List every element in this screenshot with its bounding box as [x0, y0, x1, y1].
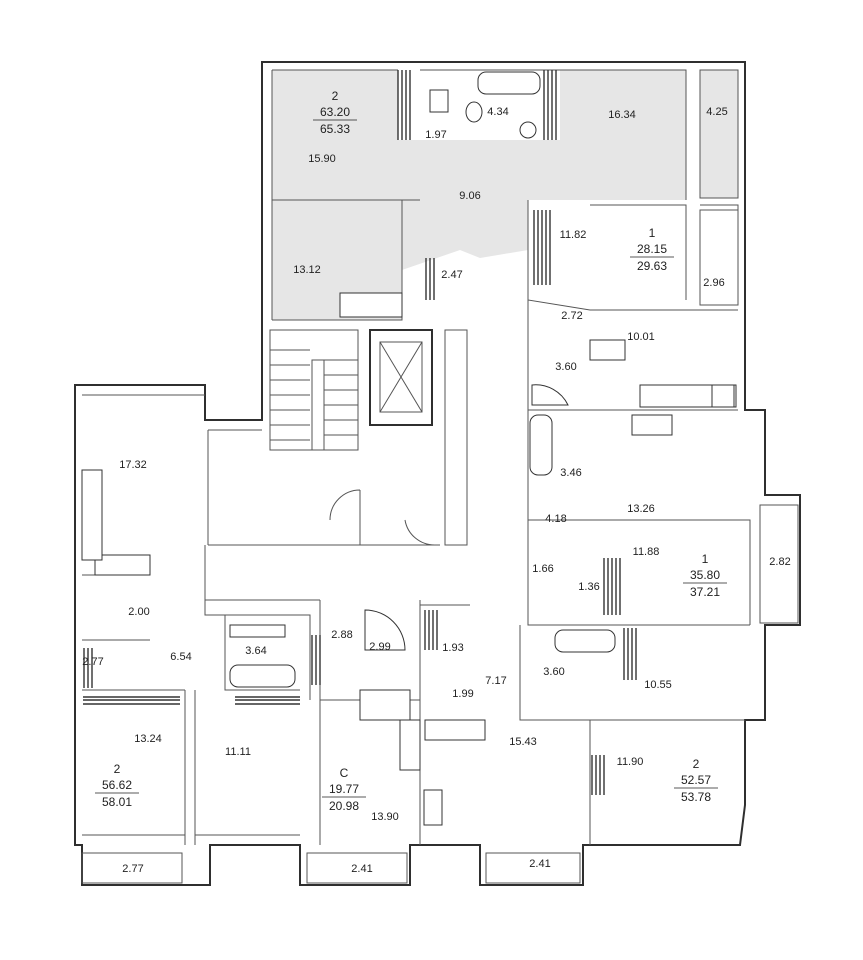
radiators — [83, 70, 637, 795]
room-area: 15.43 — [509, 736, 537, 748]
room-area: 2.88 — [331, 629, 352, 641]
room-area: 11.11 — [225, 746, 251, 758]
room-area: 2.82 — [769, 556, 790, 568]
room-area: 13.90 — [371, 811, 399, 823]
shaded-apartment-fill — [272, 70, 686, 320]
apartment-label-2-bl: 2 56.62 58.01 — [95, 762, 139, 809]
apartment-rooms: 1 — [702, 552, 709, 566]
room-area: 4.34 — [487, 106, 508, 118]
apartment-living-area: 28.15 — [637, 242, 667, 256]
room-area: 2.99 — [369, 641, 390, 653]
room-area: 2.96 — [703, 277, 724, 289]
room-area: 7.17 — [485, 675, 506, 687]
room-area: 9.06 — [459, 190, 480, 202]
apartment-label-1-b: 1 35.80 37.21 — [683, 552, 727, 599]
apartment-total-area: 65.33 — [320, 122, 350, 136]
room-area: 2.77 — [82, 656, 103, 668]
room-area: 2.41 — [529, 858, 550, 870]
apartment-total-area: 20.98 — [329, 799, 359, 813]
apartment-living-area: 35.80 — [690, 568, 720, 582]
room-area: 3.60 — [555, 361, 576, 373]
room-area: 2.72 — [561, 310, 582, 322]
room-area: 3.46 — [560, 467, 581, 479]
apartment-rooms: 2 — [114, 762, 121, 776]
shaded-balcony-fill — [700, 70, 738, 198]
apartment-label-2-br: 2 52.57 53.78 — [674, 757, 718, 804]
room-area: 2.47 — [441, 269, 462, 281]
apartment-total-area: 58.01 — [102, 795, 132, 809]
room-area: 1.97 — [425, 129, 446, 141]
apartment-label-1-a: 1 28.15 29.63 — [630, 226, 674, 273]
apartment-labels: 2 63.20 65.33 1 28.15 29.63 1 35.80 37.2… — [95, 89, 727, 813]
room-area: 2.77 — [122, 863, 143, 875]
balconies — [81, 209, 799, 884]
room-area: 17.32 — [119, 459, 147, 471]
apartment-label-2-top: 2 63.20 65.33 — [313, 89, 357, 136]
room-area: 11.88 — [633, 546, 660, 558]
apartment-rooms: 2 — [332, 89, 339, 103]
room-area: 11.90 — [617, 756, 644, 768]
room-area: 4.18 — [545, 513, 566, 525]
apartment-total-area: 37.21 — [690, 585, 720, 599]
apartment-living-area: 56.62 — [102, 778, 132, 792]
room-area: 3.60 — [543, 666, 564, 678]
room-area: 2.41 — [351, 863, 372, 875]
apartment-total-area: 53.78 — [681, 790, 711, 804]
room-area: 10.55 — [644, 679, 672, 691]
room-area: 15.90 — [308, 153, 336, 165]
room-area: 16.34 — [608, 109, 636, 121]
room-area: 13.24 — [134, 733, 162, 745]
apartment-rooms: 1 — [649, 226, 656, 240]
room-area: 4.25 — [706, 106, 727, 118]
room-area: 6.54 — [170, 651, 191, 663]
apartment-label-studio: С 19.77 20.98 — [322, 766, 366, 813]
room-area: 13.26 — [627, 503, 655, 515]
apartment-rooms: С — [340, 766, 349, 780]
apartment-total-area: 29.63 — [637, 259, 667, 273]
fixtures — [81, 71, 737, 826]
room-area: 1.93 — [442, 642, 463, 654]
apartment-living-area: 19.77 — [329, 782, 359, 796]
room-area: 1.66 — [532, 563, 553, 575]
room-area: 3.64 — [245, 645, 266, 657]
room-area: 10.01 — [627, 331, 655, 343]
apartment-rooms: 2 — [693, 757, 700, 771]
stair-core — [269, 329, 468, 546]
room-area: 13.12 — [293, 264, 321, 276]
room-area: 2.00 — [128, 606, 149, 618]
building-walls — [74, 61, 801, 886]
room-area: 1.99 — [452, 688, 473, 700]
room-area: 1.36 — [578, 581, 599, 593]
apartment-living-area: 52.57 — [681, 773, 711, 787]
apartment-living-area: 63.20 — [320, 105, 350, 119]
room-area: 11.82 — [560, 229, 587, 241]
room-area-labels: 15.90 1.97 4.34 16.34 4.25 9.06 13.12 2.… — [82, 106, 790, 875]
